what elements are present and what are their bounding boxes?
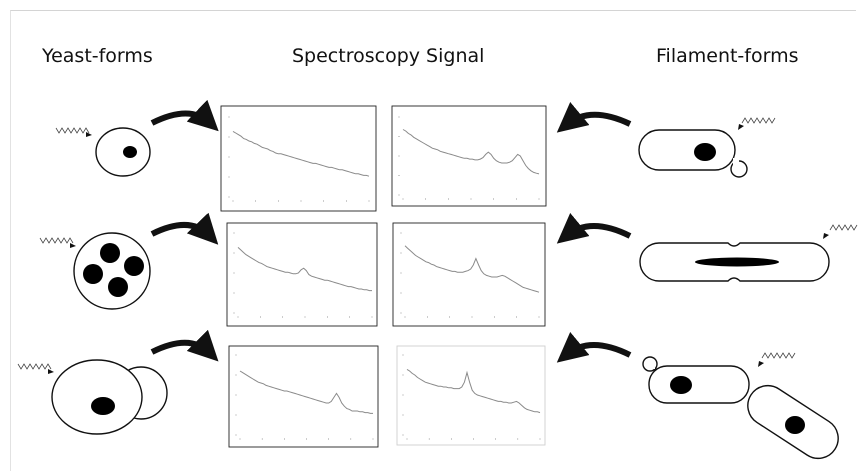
light-wave-arrowhead-icon <box>738 124 744 130</box>
nucleus <box>694 143 716 161</box>
light-wave-arrowhead-icon <box>86 132 92 137</box>
yeast-cell <box>51 359 143 435</box>
light-wave-icon <box>761 352 796 359</box>
nucleus <box>108 277 128 297</box>
nucleus <box>91 397 115 415</box>
light-wave-icon <box>829 224 858 231</box>
light-wave-icon <box>17 363 52 370</box>
yeast-cell <box>73 232 151 310</box>
filament-forms-heading: Filament-forms <box>656 45 799 67</box>
light-wave-icon <box>741 117 776 124</box>
spectrum-plot-frame <box>226 222 378 327</box>
spectrum-signal-line <box>232 130 370 177</box>
row-3 <box>17 329 839 460</box>
row-1 <box>55 99 776 212</box>
filament-cell <box>638 129 736 171</box>
nucleus <box>670 376 692 394</box>
light-wave-icon <box>55 127 90 134</box>
spectrum-signal-line <box>406 368 541 414</box>
spectrum-plot-frame <box>220 105 377 212</box>
curved-arrow-icon <box>556 212 632 244</box>
nucleus <box>100 243 120 263</box>
yeast-forms-heading: Yeast-forms <box>42 45 153 67</box>
spectrum-plot-frame <box>391 105 547 207</box>
spectrum-plot-frame <box>392 222 546 327</box>
curved-arrow-icon <box>556 101 632 133</box>
curved-arrow-icon <box>150 212 219 245</box>
light-wave-icon <box>39 237 74 244</box>
curved-arrow-icon <box>150 329 219 362</box>
spectroscopy-signal-heading: Spectroscopy Signal <box>292 45 485 67</box>
light-wave-arrowhead-icon <box>758 361 764 367</box>
curved-arrow-icon <box>556 331 632 363</box>
light-wave-arrowhead-icon <box>48 369 54 374</box>
spectrum-signal-line <box>402 129 540 175</box>
nucleus <box>124 256 144 276</box>
spectrum-plot-frame <box>396 345 546 446</box>
nucleus <box>83 264 103 284</box>
nucleus <box>123 146 137 158</box>
light-wave-arrowhead-icon <box>70 243 76 248</box>
curved-arrow-icon <box>150 99 219 132</box>
figure-frame <box>10 10 856 471</box>
spectrum-signal-line <box>237 247 372 292</box>
light-wave-arrowhead-icon <box>823 233 829 239</box>
elongated-nucleus <box>695 257 779 267</box>
plot-axis-ticks <box>228 116 541 440</box>
spectrum-signal-line <box>239 370 373 414</box>
row-2 <box>39 212 858 327</box>
nucleus <box>785 416 805 434</box>
filament-cell <box>648 365 750 404</box>
spectrum-signal-line <box>404 245 540 293</box>
